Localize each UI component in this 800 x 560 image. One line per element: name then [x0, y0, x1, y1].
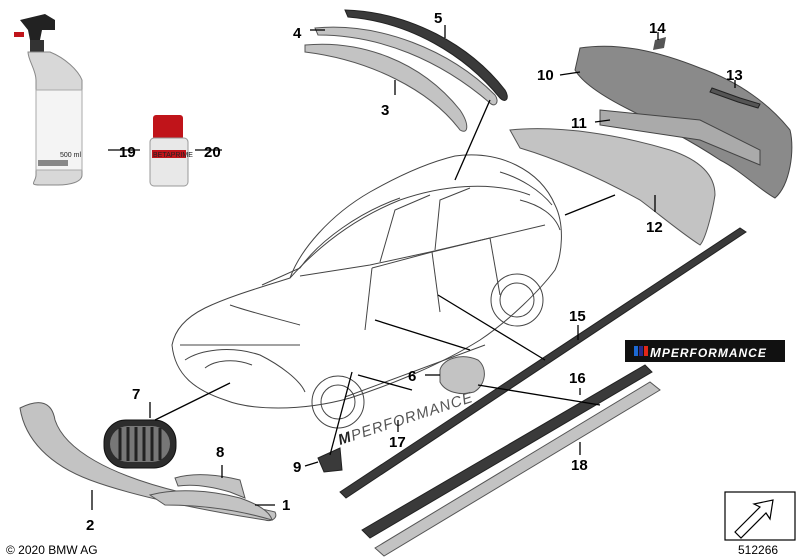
diagram-id: 512266 [738, 543, 778, 557]
front-lip-right [148, 490, 273, 521]
tail-trim [709, 87, 761, 109]
callout-8: 8 [216, 444, 224, 461]
m-performance-badge: MPERFORMANCE [625, 340, 785, 362]
side-skirt-16 [361, 364, 653, 539]
side-skirt-15 [339, 227, 747, 499]
trim-part-9 [317, 447, 343, 473]
rear-diffuser-trim [509, 128, 716, 246]
callout-20: 20 [204, 144, 221, 161]
callout-10: 10 [537, 67, 554, 84]
svg-text:MPERFORMANCE: MPERFORMANCE [650, 345, 767, 360]
callout-12: 12 [646, 219, 663, 236]
callout-9: 9 [293, 459, 301, 476]
trunk-spoiler-upper [344, 9, 508, 101]
callout-1: 1 [282, 497, 290, 514]
trunk-spoiler-lower [314, 26, 498, 106]
mirror-cap [439, 356, 485, 395]
callout-19: 19 [119, 144, 136, 161]
callouts: 1 2 3 4 5 6 7 8 9 10 11 12 13 14 15 16 1… [86, 10, 743, 534]
callout-4: 4 [293, 25, 302, 42]
roof-spoiler [304, 43, 468, 132]
callout-15: 15 [569, 308, 586, 325]
car-outline [171, 154, 562, 429]
callout-18: 18 [571, 457, 588, 474]
callout-6: 6 [408, 368, 416, 385]
callout-17: 17 [389, 434, 406, 451]
callout-13: 13 [726, 67, 743, 84]
callout-7: 7 [132, 386, 140, 403]
rear-diffuser [599, 109, 761, 166]
primer-label: BETAPRIME [153, 152, 193, 159]
side-skirt-18 [374, 381, 661, 557]
leader-lines [91, 25, 736, 510]
callout-2: 2 [86, 517, 94, 534]
primer-jar: BETAPRIME [149, 115, 193, 187]
copyright-text: © 2020 BMW AG [6, 543, 98, 557]
kidney-grille [103, 419, 177, 469]
callout-14: 14 [649, 20, 666, 37]
bottle-volume-label: 500 ml [60, 152, 81, 159]
callout-5: 5 [434, 10, 442, 27]
navigation-arrow-icon [724, 491, 796, 541]
cleaner-spray-bottle: 500 ml [14, 14, 83, 186]
callout-3: 3 [381, 102, 389, 119]
callout-16: 16 [569, 370, 586, 387]
air-intake-trim [174, 474, 246, 499]
emblem-clip [653, 37, 666, 50]
callout-11: 11 [571, 115, 587, 132]
